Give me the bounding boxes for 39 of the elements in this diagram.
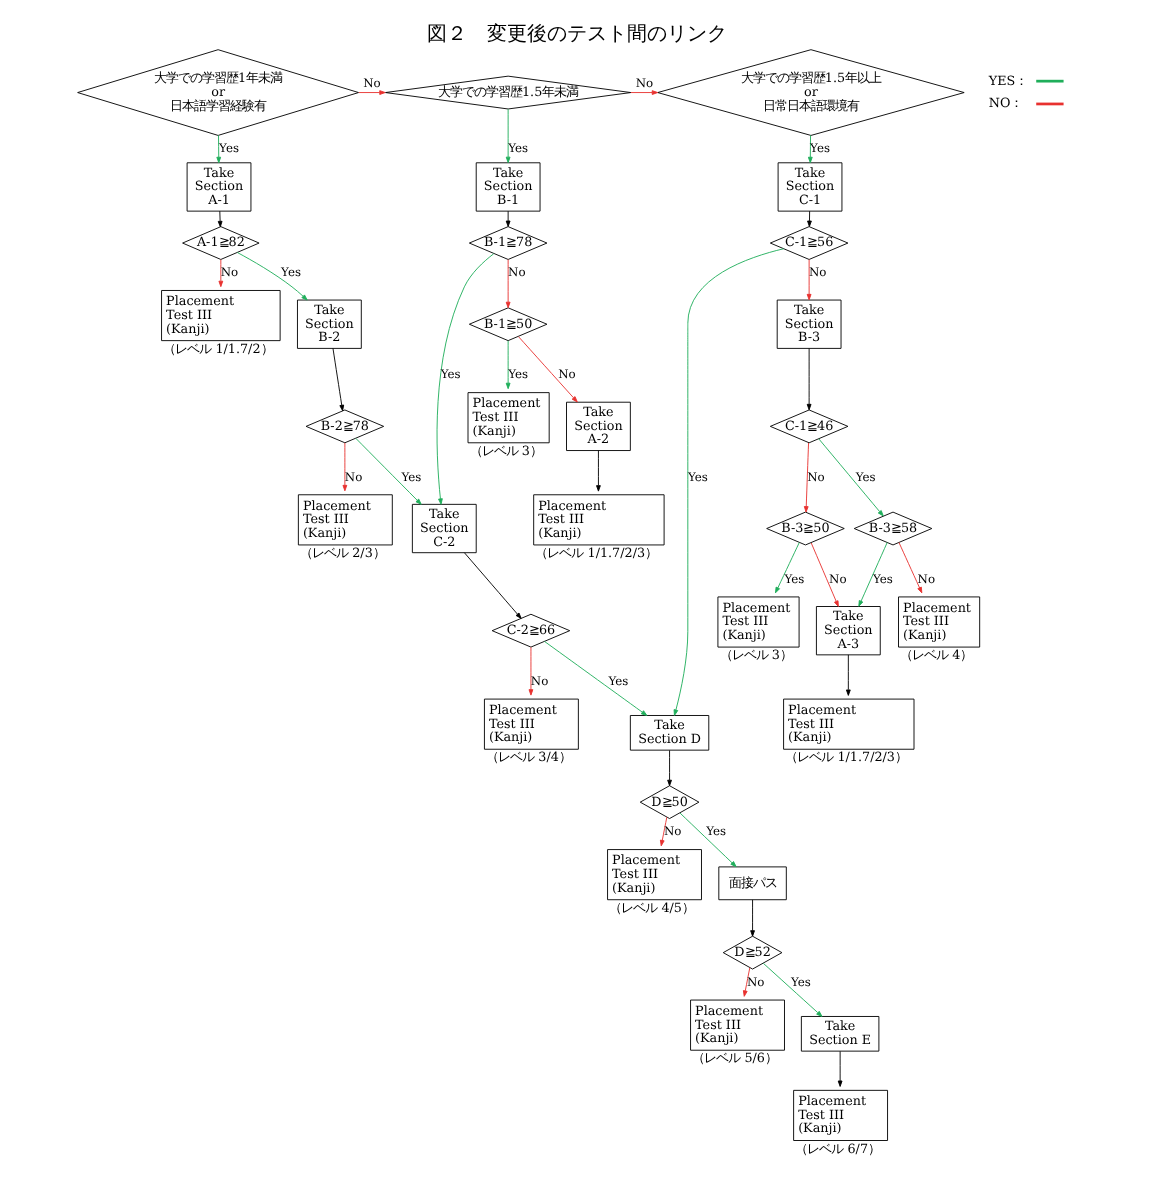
arrow [817, 438, 883, 517]
arrow [341, 442, 347, 492]
arrow [504, 340, 510, 390]
arrow [802, 442, 808, 513]
arrow [809, 542, 838, 607]
arrow [462, 552, 521, 619]
arrow [741, 967, 750, 997]
arrow [678, 812, 736, 868]
arrow [658, 816, 667, 847]
arrow [749, 899, 754, 937]
arrow [357, 90, 385, 95]
arrow [595, 450, 600, 492]
arrow [331, 347, 344, 412]
arrow [666, 749, 671, 787]
arrow [504, 108, 510, 164]
arrow [806, 210, 811, 227]
arrow [629, 90, 658, 95]
arrow [216, 210, 222, 228]
arrow [435, 253, 494, 505]
arrow [504, 259, 510, 309]
arrow [761, 962, 822, 1017]
arrow [543, 640, 647, 716]
arrow [517, 336, 577, 403]
diagram-title: 図２ 変更後のテスト間のリンク [426, 24, 726, 47]
arrow [354, 437, 421, 505]
arrow [215, 134, 221, 164]
arrow [844, 654, 850, 696]
arrow [836, 1050, 842, 1087]
arrow [805, 259, 811, 301]
arrow [235, 252, 307, 301]
arrow [857, 542, 887, 607]
arrow [672, 248, 784, 716]
arrow [217, 259, 223, 288]
arrow [805, 347, 811, 411]
arrow [504, 210, 510, 227]
arrow [527, 646, 533, 696]
arrow [806, 134, 812, 164]
arrow [897, 542, 922, 594]
arrow [774, 542, 799, 594]
